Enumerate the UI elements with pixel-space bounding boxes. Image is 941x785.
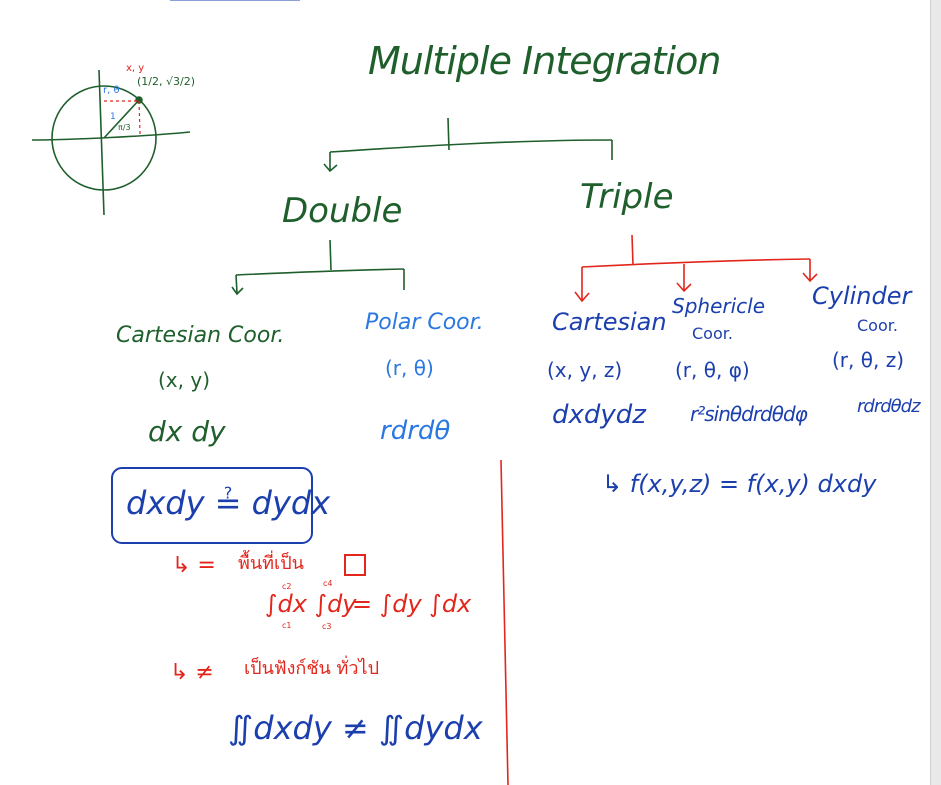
unequal-formula: ∬dxdy ≠ ∬dydx — [228, 709, 483, 747]
tree-triple — [500, 234, 818, 785]
cylinder-coords: (r, θ, z) — [832, 348, 904, 372]
unit-circle-sketch — [31, 69, 191, 216]
radius-label: 1 — [110, 112, 116, 122]
scrollbar[interactable] — [930, 0, 941, 785]
equal-formula-left: ∫dx ∫dy — [265, 590, 357, 618]
page-title: Multiple Integration — [368, 39, 721, 83]
polar-label: Polar Coor. — [365, 310, 484, 335]
double-cartesian-element: dx dy — [148, 415, 226, 448]
boxed-question-frame — [111, 467, 313, 544]
angle-label: π/3 — [118, 123, 131, 132]
polar-element: rdrdθ — [380, 416, 451, 446]
tree-top — [231, 117, 613, 296]
double-cartesian-coords: (x, y) — [158, 368, 210, 392]
equal-case-note: พื้นที่เป็น — [238, 553, 304, 574]
spherical-label: Sphericle — [672, 294, 766, 318]
polar-coords: (r, θ) — [385, 356, 434, 380]
triple-cartesian-element: dxdydz — [552, 400, 646, 430]
double-label: Double — [282, 191, 403, 231]
spherical-element: r²sinθdrdθdφ — [690, 402, 808, 426]
equal-case-marker: ↳ = — [172, 553, 216, 578]
xy-label: x, y — [126, 63, 145, 74]
limit-label: c4 — [323, 579, 333, 588]
spherical-coords: (r, θ, φ) — [675, 358, 750, 382]
unequal-case-note: เป็นฟังก์ชัน ทั่วไป — [244, 658, 380, 679]
cylinder-element: rdrdθdz — [857, 396, 921, 417]
spherical-sub: Coor. — [692, 324, 733, 343]
unequal-case-marker: ↳ ≠ — [170, 660, 214, 685]
triple-cartesian-label: Cartesian — [552, 308, 667, 336]
limit-label: c2 — [282, 582, 292, 591]
cylinder-sub: Coor. — [857, 316, 898, 335]
triple-cartesian-coords: (x, y, z) — [547, 358, 623, 382]
point-label: (1/2, √3/2) — [137, 75, 195, 88]
triple-note: ↳ f(x,y,z) = f(x,y) dxdy — [602, 470, 877, 498]
r-theta-label: r, θ — [103, 85, 120, 96]
triple-label: Triple — [580, 177, 674, 217]
cylinder-label: Cylinder — [812, 282, 912, 310]
double-cartesian-label: Cartesian Coor. — [116, 323, 285, 348]
limit-label: c1 — [282, 621, 292, 630]
equal-formula-right: = ∫dy ∫dx — [352, 590, 472, 618]
square-icon — [344, 554, 366, 576]
boxed-question: dxdy ≟ dydx — [126, 484, 331, 522]
limit-label: c3 — [322, 622, 332, 631]
